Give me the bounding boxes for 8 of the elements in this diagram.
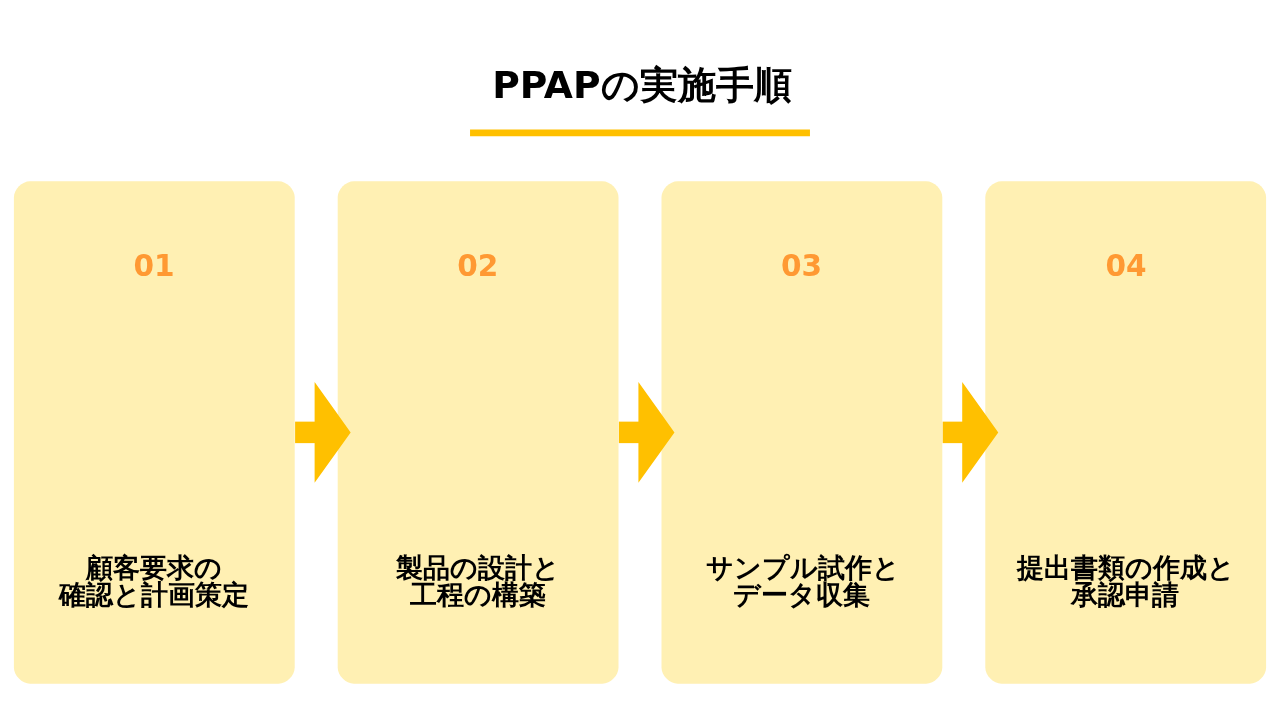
arrow [942, 381, 999, 483]
node-box: 03 サンプル試作とデータ収集 [661, 180, 943, 684]
node-box: 04 提出書類の作成と承認申請 [985, 180, 1267, 684]
node-box: 01 顧客要求の確認と計画策定 [13, 180, 295, 684]
node-box: 02 製品の設計と工程の構築 [337, 180, 619, 684]
arrow [295, 381, 351, 483]
arrow [618, 381, 675, 483]
diagram-title: PPAPの実施手順 [492, 62, 792, 107]
